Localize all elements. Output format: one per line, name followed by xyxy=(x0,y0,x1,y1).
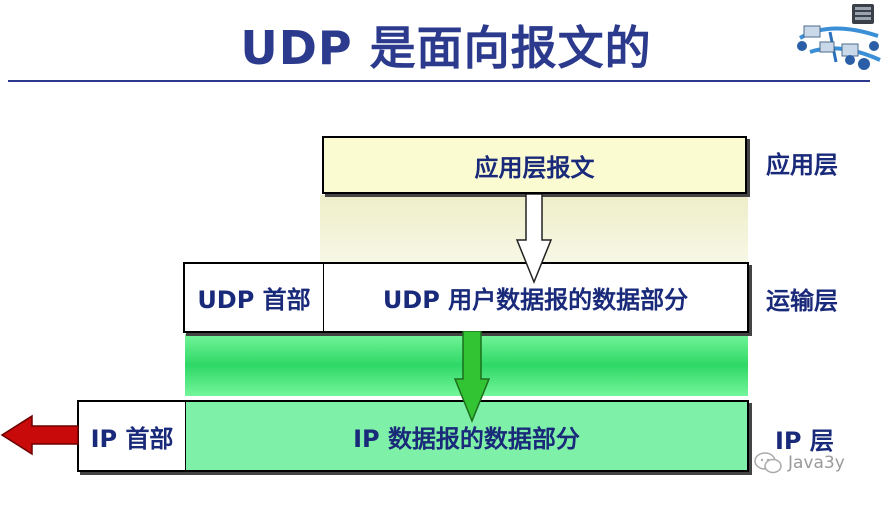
ip-datagram-box: IP 首部 IP 数据报的数据部分 xyxy=(77,400,749,472)
layer-label-network: IP 层 xyxy=(775,427,834,455)
red-left-arrow-icon xyxy=(0,414,79,456)
udp-header-label: UDP 首部 xyxy=(197,286,311,314)
watermark-text: Java3y xyxy=(788,453,845,473)
green-down-arrow-icon xyxy=(454,331,490,423)
ip-data-label: IP 数据报的数据部分 xyxy=(353,424,580,453)
udp-data-cell: UDP 用户数据报的数据部分 xyxy=(324,264,747,331)
udp-header-cell: UDP 首部 xyxy=(185,264,324,331)
layer-label-application: 应用层 xyxy=(766,151,838,179)
page-title: UDP 是面向报文的 xyxy=(240,21,652,75)
udp-data-label: UDP 用户数据报的数据部分 xyxy=(382,286,689,314)
wechat-icon xyxy=(754,452,782,474)
watermark: Java3y xyxy=(754,452,845,474)
application-message-box: 应用层报文 xyxy=(322,136,747,194)
ip-data-cell: IP 数据报的数据部分 xyxy=(186,402,747,470)
udp-datagram-box: UDP 首部 UDP 用户数据报的数据部分 xyxy=(183,262,749,333)
application-message-label: 应用层报文 xyxy=(474,153,595,182)
layer-label-transport: 运输层 xyxy=(766,287,838,315)
ip-header-label: IP 首部 xyxy=(90,424,174,453)
title-divider xyxy=(8,80,870,82)
white-down-arrow-icon xyxy=(516,194,552,284)
ip-header-cell: IP 首部 xyxy=(79,402,186,470)
network-illustration-icon xyxy=(797,4,881,70)
